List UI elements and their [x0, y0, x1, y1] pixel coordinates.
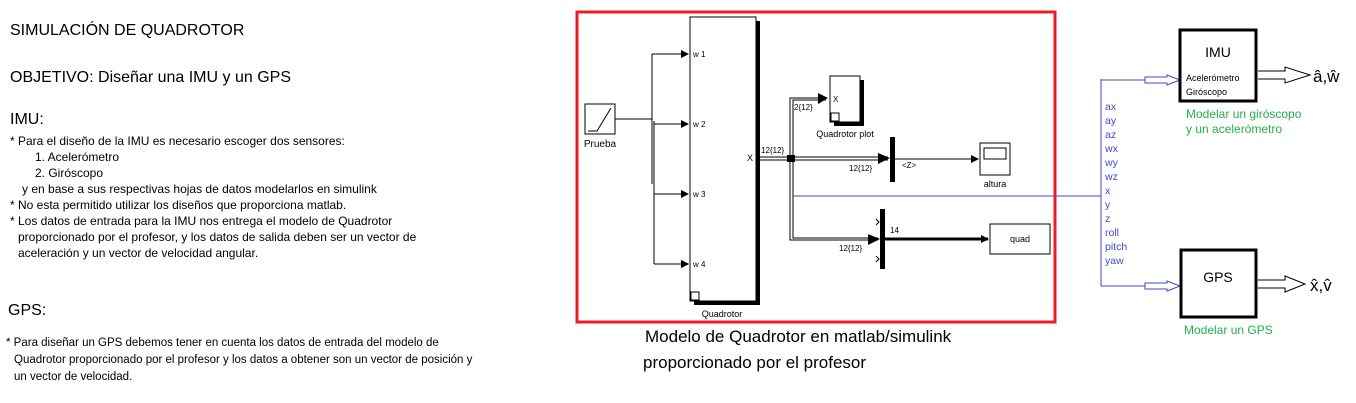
bus-signal: ay: [1105, 115, 1117, 127]
imu-line: * Para el diseño de la IMU es necesario …: [10, 134, 345, 148]
signal-label: <Z>: [902, 161, 917, 170]
imu-line: aceleración y un vector de velocidad ang…: [18, 246, 259, 260]
imu-sensor: Acelerómetro: [1186, 73, 1240, 83]
mux-width: 14: [890, 226, 899, 235]
dim-label: 2{12}: [794, 103, 813, 112]
altura-scope[interactable]: [979, 142, 1011, 176]
bus-signal: az: [1105, 129, 1116, 141]
port-label: X: [833, 95, 839, 104]
gps-output: x̂,v̂: [1310, 276, 1332, 295]
caption-line: proporcionado por el profesor: [643, 353, 867, 372]
mux[interactable]: [880, 209, 885, 269]
gps-block[interactable]: [1179, 248, 1258, 319]
signal-bus: [793, 74, 1182, 292]
imu-line: 2. Giróscopo: [35, 166, 104, 180]
gps-heading: GPS:: [8, 302, 47, 319]
bus-signal: x: [1105, 185, 1111, 197]
dim-label: 12{12}: [839, 244, 862, 253]
scope-label: altura: [984, 179, 1007, 189]
bus-signal: wx: [1104, 143, 1119, 155]
imu-line: * No esta permitido utilizar los diseños…: [10, 198, 347, 212]
port-label: w 2: [692, 120, 706, 129]
link-icon: [830, 112, 840, 122]
prueba-label: Prueba: [584, 139, 617, 150]
model-frame: [575, 10, 1057, 324]
gps-line: * Para diseñar un GPS debemos tener en c…: [6, 337, 439, 349]
imu-output-arrow: [1258, 66, 1312, 84]
gps-title: GPS: [1203, 269, 1233, 285]
imu-note: Modelar un giróscopo: [1186, 107, 1302, 121]
quadrotor-block[interactable]: [689, 16, 760, 305]
quad-workspace-block[interactable]: [989, 223, 1051, 255]
imu-line: * Los datos de entrada para la IMU nos e…: [10, 214, 393, 228]
port-label: w 4: [692, 260, 706, 269]
port-label: w 3: [692, 190, 706, 199]
bus-signal: roll: [1105, 227, 1119, 239]
bus-signal: z: [1105, 213, 1110, 225]
dim-label: 12{12}: [849, 164, 872, 173]
bus-signal: wz: [1104, 171, 1118, 183]
port-label: X: [747, 153, 753, 163]
gps-line: Quadrotor proporcionado por el profesor …: [14, 354, 473, 366]
port-label: w 1: [692, 50, 706, 59]
plot-label: Quadrotor plot: [816, 129, 874, 139]
bus-selector[interactable]: [890, 137, 895, 182]
gps-output-arrow: [1258, 275, 1307, 293]
bus-signal: pitch: [1105, 241, 1127, 253]
bus-lines: [756, 97, 888, 241]
link-icon: [690, 291, 700, 301]
imu-heading: IMU:: [10, 111, 44, 128]
imu-note: y un acelerómetro: [1186, 122, 1282, 136]
objective: OBJETIVO: Diseñar una IMU y un GPS: [10, 69, 291, 86]
page-title: SIMULACIÓN DE QUADROTOR: [10, 22, 245, 39]
quadrotor-label: Quadrotor: [702, 309, 743, 319]
imu-title: IMU: [1205, 44, 1231, 60]
workspace-label: quad: [1010, 234, 1030, 244]
bus-signal: wy: [1104, 157, 1119, 169]
bus-signal: ax: [1105, 101, 1117, 113]
imu-line: 1. Acelerómetro: [35, 150, 120, 164]
quadrotor-plot-block[interactable]: [829, 75, 864, 126]
imu-line: y en base a sus respectivas hojas de dat…: [22, 182, 377, 196]
imu-sensor: Giróscopo: [1186, 87, 1227, 97]
prueba-block[interactable]: [584, 103, 616, 135]
bus-signal: y: [1105, 199, 1111, 211]
bus-signal: yaw: [1105, 255, 1124, 267]
gps-note: Modelar un GPS: [1184, 323, 1273, 337]
dim-label: 12{12}: [761, 146, 784, 155]
gps-line: un vector de velocidad.: [14, 371, 133, 383]
imu-output: â,ŵ: [1313, 67, 1340, 86]
imu-line: proporcionado por el profesor, y los dat…: [18, 230, 417, 244]
imu-block[interactable]: [1178, 28, 1258, 103]
caption-line: Modelo de Quadrotor en matlab/simulink: [645, 327, 952, 346]
